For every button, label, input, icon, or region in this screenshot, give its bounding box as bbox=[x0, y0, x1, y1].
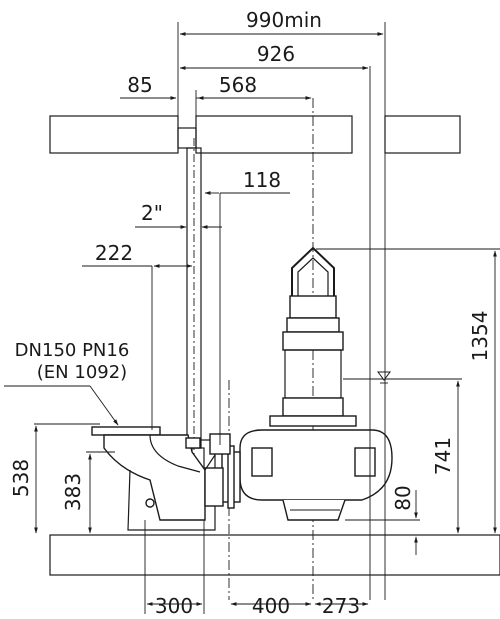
dim-1354-label: 1354 bbox=[468, 311, 492, 362]
dim-80: 80 bbox=[345, 485, 420, 555]
dim-741-label: 741 bbox=[431, 437, 455, 475]
dim-383-label: 383 bbox=[61, 473, 85, 511]
dim-85: 85 bbox=[120, 73, 210, 140]
dim-400-label: 400 bbox=[252, 594, 290, 614]
dim-741: 741 bbox=[400, 378, 462, 534]
dim-568: 568 bbox=[197, 73, 312, 100]
dim-222-label: 222 bbox=[95, 241, 133, 265]
dim-926: 926 bbox=[179, 42, 371, 600]
dim-2inch: 2" bbox=[135, 201, 222, 229]
dim-bottom: 300 400 273 bbox=[144, 520, 369, 618]
dim-85-label: 85 bbox=[127, 73, 152, 97]
water-level-symbol bbox=[343, 371, 400, 384]
ceiling-slab bbox=[49, 115, 461, 154]
dim-568-label: 568 bbox=[219, 73, 257, 97]
duckfoot-bend bbox=[91, 426, 231, 531]
dim-990min: 990min bbox=[177, 8, 386, 600]
dim-538: 538 bbox=[9, 423, 100, 534]
dim-118: 118 bbox=[204, 168, 290, 445]
flange-callout: DN150 PN16 (EN 1092) bbox=[4, 340, 130, 426]
flange-spec-line1: DN150 PN16 bbox=[15, 340, 130, 361]
dim-118-label: 118 bbox=[243, 168, 281, 192]
dim-273-label: 273 bbox=[322, 594, 360, 614]
dim-383: 383 bbox=[61, 451, 115, 534]
dim-80-label: 80 bbox=[391, 485, 415, 510]
dim-538-label: 538 bbox=[9, 459, 33, 497]
dim-2inch-label: 2" bbox=[141, 201, 163, 225]
floor-slab bbox=[49, 534, 500, 576]
dim-1354: 1354 bbox=[316, 248, 500, 534]
dim-222: 222 bbox=[82, 241, 193, 430]
dim-926-label: 926 bbox=[257, 42, 295, 66]
dim-300-label: 300 bbox=[155, 594, 193, 614]
pump-body bbox=[221, 246, 393, 521]
flange-spec-line2: (EN 1092) bbox=[37, 362, 127, 383]
dim-990min-label: 990min bbox=[246, 8, 322, 32]
